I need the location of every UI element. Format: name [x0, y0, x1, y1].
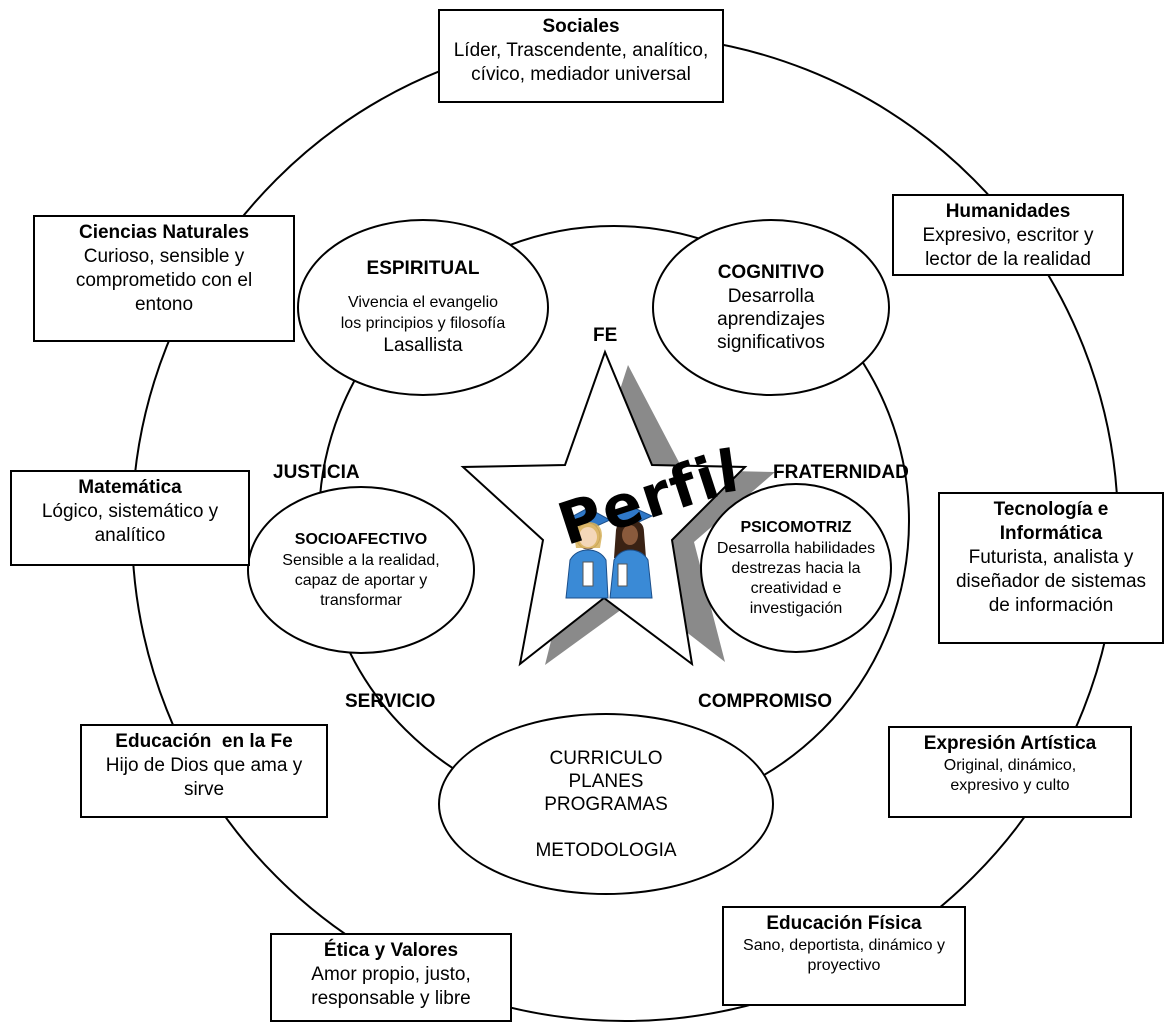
socioafectivo-line2: capaz de aportar y	[294, 572, 428, 589]
psicomotriz-line2: destrezas hacia la	[731, 560, 861, 577]
matematica-line2: analítico	[94, 525, 166, 546]
box-educacion-fisica: Educación Física Sano, deportista, dinám…	[722, 906, 966, 1006]
sociales-line1: Líder, Trascendente, analítico,	[453, 40, 709, 61]
oval-psicomotriz: PSICOMOTRIZ Desarrolla habilidades destr…	[700, 483, 892, 653]
graduates-clipart-icon	[564, 505, 654, 599]
sociales-title: Sociales	[542, 16, 620, 37]
socioafectivo-line1: Sensible a la realidad,	[282, 552, 440, 569]
espiritual-line3: Lasallista	[383, 334, 463, 356]
expresion-line1: Original, dinámico,	[943, 757, 1077, 774]
humanidades-line2: lector de la realidad	[925, 249, 1091, 270]
educacion-fe-title: Educación en la Fe	[115, 731, 293, 752]
tecnologia-line1: Futurista, analista y	[968, 547, 1134, 568]
educacion-fe-line1: Hijo de Dios que ama y	[105, 755, 303, 776]
box-educacion-fe: Educación en la Fe Hijo de Dios que ama …	[80, 724, 328, 818]
value-compromiso: COMPROMISO	[698, 691, 833, 712]
box-etica-valores: Ética y Valores Amor propio, justo, resp…	[270, 933, 512, 1022]
psicomotriz-line1: Desarrolla habilidades	[716, 540, 876, 557]
fisica-line1: Sano, deportista, dinámico y	[743, 937, 945, 954]
tecnologia-title: Tecnología e	[993, 499, 1109, 520]
socioafectivo-line3: transformar	[320, 592, 402, 609]
box-matematica: Matemática Lógico, sistemático y analíti…	[10, 470, 250, 566]
box-sociales: Sociales Líder, Trascendente, analítico,…	[438, 9, 724, 103]
box-expresion-artistica: Expresión Artística Original, dinámico, …	[888, 726, 1132, 818]
box-humanidades: Humanidades Expresivo, escritor y lector…	[892, 194, 1124, 276]
socioafectivo-title: SOCIOAFECTIVO	[294, 531, 428, 548]
tecnologia-title2: Informática	[999, 523, 1103, 544]
cognitivo-line3: significativos	[717, 332, 825, 353]
espiritual-title: ESPIRITUAL	[366, 257, 480, 279]
ciencias-title: Ciencias Naturales	[78, 222, 250, 243]
etica-line2: responsable y libre	[311, 988, 471, 1009]
tecnologia-line3: de información	[988, 595, 1114, 616]
tecnologia-line2: diseñador de sistemas	[955, 571, 1147, 592]
value-fe: FE	[593, 325, 618, 346]
oval-cognitivo: COGNITIVO Desarrolla aprendizajes signif…	[652, 219, 890, 396]
oval-socioafectivo: SOCIOAFECTIVO Sensible a la realidad, ca…	[247, 486, 475, 654]
ciencias-line1: Curioso, sensible y	[83, 246, 245, 267]
curriculo-line2: PLANES	[568, 770, 644, 792]
espiritual-line2: los principios y filosofía	[340, 314, 506, 332]
curriculo-line4: METODOLOGIA	[535, 839, 677, 861]
value-justicia: JUSTICIA	[273, 462, 360, 483]
ciencias-line2: comprometido con el	[75, 270, 253, 291]
espiritual-line1: Vivencia el evangelio	[347, 293, 499, 311]
cognitivo-line1: Desarrolla	[727, 286, 815, 307]
value-servicio: SERVICIO	[345, 691, 436, 712]
oval-espiritual: ESPIRITUAL Vivencia el evangelio los pri…	[297, 219, 549, 396]
cognitivo-title: COGNITIVO	[717, 262, 825, 283]
humanidades-title: Humanidades	[945, 201, 1071, 222]
psicomotriz-line3: creatividad e	[750, 580, 842, 597]
box-ciencias-naturales: Ciencias Naturales Curioso, sensible y c…	[33, 215, 295, 342]
sociales-line2: cívico, mediador universal	[471, 64, 691, 85]
cognitivo-line2: aprendizajes	[717, 309, 825, 330]
ciencias-line3: entono	[134, 294, 194, 315]
fisica-title: Educación Física	[766, 913, 922, 934]
fisica-line2: proyectivo	[807, 957, 881, 974]
psicomotriz-title: PSICOMOTRIZ	[740, 519, 852, 536]
value-fraternidad: FRATERNIDAD	[773, 462, 909, 483]
curriculo-line3: PROGRAMAS	[544, 793, 668, 815]
etica-title: Ética y Valores	[323, 940, 459, 961]
psicomotriz-line4: investigación	[749, 600, 843, 617]
humanidades-line1: Expresivo, escritor y	[922, 225, 1094, 246]
expresion-line2: expresivo y culto	[950, 777, 1070, 794]
etica-line1: Amor propio, justo,	[311, 964, 471, 985]
expresion-title: Expresión Artística	[923, 733, 1097, 754]
oval-curriculo: CURRICULO PLANES PROGRAMAS METODOLOGIA	[438, 713, 774, 895]
educacion-fe-line2: sirve	[183, 779, 225, 800]
matematica-line1: Lógico, sistemático y	[41, 501, 219, 522]
matematica-title: Matemática	[78, 477, 182, 498]
box-tecnologia: Tecnología e Informática Futurista, anal…	[938, 492, 1164, 644]
curriculo-line1: CURRICULO	[549, 747, 663, 769]
